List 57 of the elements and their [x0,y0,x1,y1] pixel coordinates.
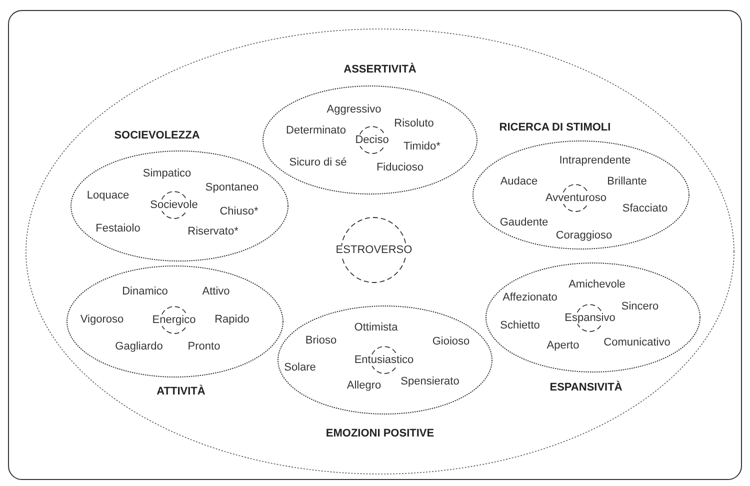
cluster-heading: SOCIEVOLEZZA [114,130,200,142]
center-trait-circle [546,184,606,212]
trait-word: Gagliardo [115,342,163,352]
trait-word: Spensierato [400,376,460,388]
trait-word: Risoluto [394,118,434,130]
trait-word: Coraggioso [556,230,612,242]
center-trait-circle [152,306,196,334]
trait-word: Gioioso [432,336,470,348]
trait-word: Aggressivo [326,104,382,116]
trait-word: Timido* [404,142,440,152]
trait-word: Riservato* [188,226,238,238]
trait-word: Spontaneo [205,182,259,194]
trait-word: Sicuro di sé [289,158,347,168]
trait-word: Allegro [346,380,382,392]
trait-word: Ottimista [354,322,398,334]
trait-word: Intraprendente [559,156,631,166]
trait-word: Pronto [188,342,220,352]
center-trait-circle [355,126,389,154]
trait-word: Sincero [621,302,659,312]
trait-word: Entusiastico [354,354,414,366]
trait-word: Espansivo [564,312,616,324]
trait-word: Dinamico [122,286,168,298]
cluster-heading: ASSERTIVITÀ [344,64,416,76]
cluster-heading: ATTIVITÀ [156,386,206,398]
cluster-heading: EMOZIONI POSITIVE [326,428,434,440]
center-trait-circle [150,191,198,219]
center-trait-circle [564,304,616,332]
trait-word: Simpatico [142,168,192,180]
trait-word: Sfacciato [622,204,668,214]
trait-word: Loquace [86,190,130,202]
trait-word: Audace [500,176,538,188]
trait-word: Energico [152,314,196,326]
center-trait-circle [336,217,412,283]
trait-word: Rapido [214,314,250,326]
trait-word: Socievole [150,200,198,210]
trait-word: Vigoroso [80,314,124,326]
center-trait-circle [354,346,414,374]
trait-word: Fiducioso [376,162,424,174]
trait-word: Affezionato [502,292,558,304]
trait-word: Comunicativo [604,338,670,348]
trait-word: Deciso [355,134,389,146]
trait-word: Schietto [500,320,540,332]
trait-word: Avventuroso [546,192,606,204]
trait-word: Brillante [607,176,647,188]
trait-word: Festaiolo [96,224,140,234]
trait-word: Determinato [286,126,346,136]
cluster-heading: ESPANSIVITÀ [550,382,622,394]
trait-word: Attivo [202,286,230,298]
trait-word: ESTROVERSO [336,244,412,256]
cluster-heading: RICERCA DI STIMOLI [499,122,611,134]
trait-cluster-ellipse [262,61,478,195]
trait-word: Gaudente [500,218,548,228]
trait-word: Amichevole [568,280,626,290]
trait-word: Brioso [305,336,337,346]
trait-word: Chiuso* [220,206,258,218]
trait-word: Aperto [546,340,580,352]
trait-word: Solare [284,362,316,374]
